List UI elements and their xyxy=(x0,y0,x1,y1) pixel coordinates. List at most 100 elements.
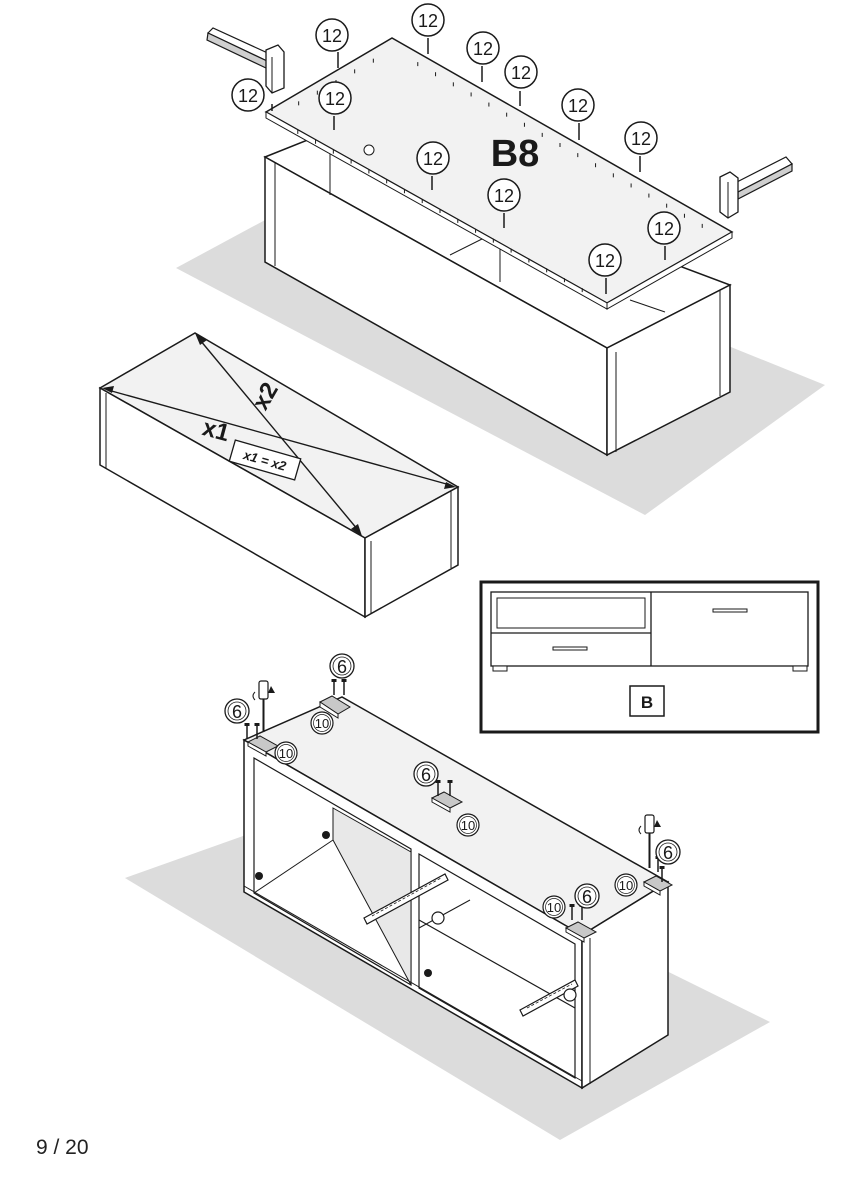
small-screw-head xyxy=(331,679,337,682)
drawer-runner-right xyxy=(519,979,579,1017)
carcass-shelf xyxy=(418,899,471,929)
step-middle: x1 x2 x1 = x2 xyxy=(98,332,460,619)
screwdriver-right xyxy=(638,814,661,868)
callout-12: 12 xyxy=(624,121,658,172)
callout-6: 6 xyxy=(224,698,250,724)
callout-10: 10 xyxy=(542,895,566,919)
callout-12: 12 xyxy=(487,178,521,228)
box-side-face xyxy=(364,485,459,619)
legend-open-compartment xyxy=(496,597,646,629)
callout-10-label: 10 xyxy=(547,900,561,915)
callout-12-label: 12 xyxy=(511,63,531,83)
screw-callouts-6: 6 6 6 6 6 xyxy=(224,653,681,909)
carcass-shelf xyxy=(418,919,576,1009)
callout-12: 12 xyxy=(647,211,681,260)
cabinet-side-face xyxy=(606,283,731,457)
carcass-back-left xyxy=(332,807,412,986)
callout-12: 12 xyxy=(588,243,622,294)
callout-12-label: 12 xyxy=(325,89,345,109)
callout-12: 12 xyxy=(561,88,595,140)
foot-pad xyxy=(246,735,280,757)
callout-6: 6 xyxy=(329,653,355,679)
callout-6-label: 6 xyxy=(232,702,242,722)
clamp-head xyxy=(265,44,285,94)
step-top: B8 12 12 12 12 12 12 12 12 12 12 12 xyxy=(176,3,825,515)
foot-pad xyxy=(642,875,674,896)
legend-label-b: B xyxy=(641,693,653,712)
foot-pad xyxy=(319,695,351,719)
clamp-left xyxy=(206,27,285,94)
callout-12-label: 12 xyxy=(238,86,258,106)
callout-10-label: 10 xyxy=(461,818,475,833)
panel-hole xyxy=(363,144,375,156)
callout-12: 12 xyxy=(416,141,450,190)
callout-6: 6 xyxy=(574,883,600,909)
carcass-opening-right xyxy=(418,852,576,1080)
small-screw-head xyxy=(435,780,441,783)
callout-12: 12 xyxy=(466,31,500,82)
callout-6-label: 6 xyxy=(663,843,673,863)
callout-6: 6 xyxy=(413,761,439,787)
legend-foot-left xyxy=(492,665,508,672)
callout-6: 6 xyxy=(655,839,681,865)
callout-12: 12 xyxy=(504,55,538,106)
screw-callouts-12: 12 12 12 12 12 12 12 12 12 12 12 12 xyxy=(231,3,681,294)
callout-10: 10 xyxy=(614,873,638,897)
small-screw-head xyxy=(659,866,665,869)
legend-drawer-handle-left xyxy=(552,646,588,651)
callout-6-label: 6 xyxy=(582,887,592,907)
callout-10: 10 xyxy=(456,813,480,837)
cabinet-shelf xyxy=(629,299,666,313)
cam-lock xyxy=(563,988,577,1002)
step-bottom: 6 6 6 6 6 10 10 10 10 10 xyxy=(125,653,770,1140)
screwdriver-left xyxy=(252,680,275,732)
foot-callouts-10: 10 10 10 10 10 xyxy=(274,711,638,919)
carcass-side-face xyxy=(581,880,669,1090)
legend-drawer-handle-right xyxy=(712,608,748,613)
small-screw-head xyxy=(341,679,347,682)
legend-label-box xyxy=(629,685,665,717)
callout-12-label: 12 xyxy=(322,26,342,46)
clamp-head xyxy=(719,171,739,219)
callout-12-label: 12 xyxy=(568,96,588,116)
callout-12: 12 xyxy=(315,18,349,68)
callout-10: 10 xyxy=(310,711,334,735)
callout-12-label: 12 xyxy=(423,149,443,169)
callout-12-label: 12 xyxy=(418,11,438,31)
callout-12: 12 xyxy=(411,3,445,54)
callout-10-label: 10 xyxy=(315,716,329,731)
foot-pad xyxy=(564,921,598,943)
connector-hole xyxy=(424,969,432,977)
callout-12-label: 12 xyxy=(631,129,651,149)
diagonal-x1-arrow xyxy=(102,386,456,489)
callout-10-label: 10 xyxy=(619,878,633,893)
clamp-right xyxy=(719,156,793,219)
small-screw-head xyxy=(569,904,575,907)
callout-10: 10 xyxy=(274,741,298,765)
connector-hole xyxy=(322,831,330,839)
callout-12: 12 xyxy=(231,78,273,112)
carcass-bottom-edge xyxy=(243,885,583,1082)
connector-hole xyxy=(255,872,263,880)
callout-12-label: 12 xyxy=(494,186,514,206)
top-panel-b8-edge xyxy=(606,231,733,310)
diagonal-x2-arrow xyxy=(195,333,362,536)
legend-box-b: B xyxy=(479,580,820,734)
page-number: 9 / 20 xyxy=(36,1136,89,1159)
small-screws xyxy=(244,679,665,920)
panel-label-b8: B8 xyxy=(491,133,540,175)
legend-foot-right xyxy=(792,665,808,672)
drawer-runner-left xyxy=(363,873,449,925)
callout-6-label: 6 xyxy=(337,657,347,677)
callout-12-label: 12 xyxy=(473,39,493,59)
callout-10-label: 10 xyxy=(279,746,293,761)
callout-12: 12 xyxy=(318,81,352,130)
callout-12-label: 12 xyxy=(595,251,615,271)
cam-lock xyxy=(431,911,445,925)
carcass-inner-line xyxy=(253,839,334,894)
callout-6-label: 6 xyxy=(421,765,431,785)
small-screw-head xyxy=(254,723,260,726)
small-screw-head xyxy=(447,780,453,783)
small-screw-head xyxy=(244,723,250,726)
